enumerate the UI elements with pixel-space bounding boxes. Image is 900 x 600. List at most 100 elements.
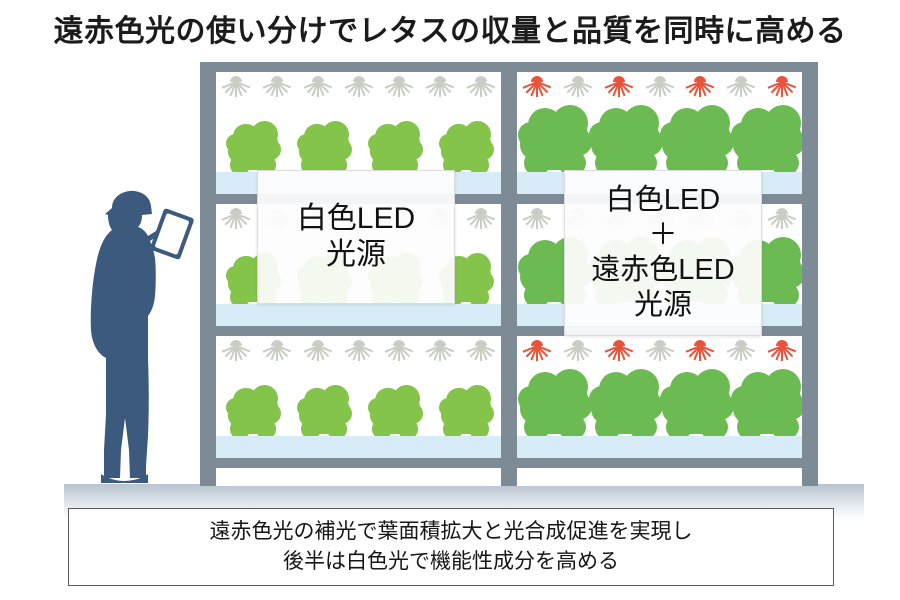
lamp-bulb (271, 340, 283, 346)
grow-bay-empty-tier-right (517, 468, 802, 486)
far-red-led-lamp-icon (604, 340, 634, 366)
label-farred-led-line-1: 白色LED (605, 184, 721, 217)
white-led-lamp-icon (726, 340, 756, 366)
lamp-ray (358, 346, 360, 361)
lamp-ray (659, 82, 661, 97)
far-red-led-lamp-icon (604, 76, 634, 102)
lamp-ray (317, 346, 319, 361)
lettuce-head (588, 105, 663, 172)
far-red-led-lamp-icon (767, 76, 797, 102)
lamp-bulb (230, 208, 242, 214)
lettuce-leaf-lobe (230, 155, 250, 172)
label-farred-led-line-2: ＋ (648, 219, 678, 252)
far-red-led-lamp-icon (685, 76, 715, 102)
white-led-lamp-icon (384, 340, 414, 366)
lettuce-plant (296, 121, 352, 172)
lamp-ray (740, 82, 742, 97)
lettuce-leaf-lobe (629, 150, 657, 172)
lettuce-leaf-lobe (552, 369, 588, 405)
lettuce-leaf-lobe (464, 121, 491, 149)
caption-line-2: 後半は白色光で機能性成分を高める (283, 550, 619, 573)
lamp-ray (276, 346, 278, 361)
lamp-bulb (776, 208, 788, 214)
lamp-bulb (776, 340, 788, 346)
white-led-lamp-icon (303, 76, 333, 102)
lamp-ray (480, 82, 482, 97)
lettuce-plant (438, 385, 494, 436)
lettuce-leaf-lobe (552, 105, 588, 141)
lamp-bulb (475, 340, 487, 346)
white-led-lamp-icon (384, 76, 414, 102)
lamp-bulb (776, 76, 788, 82)
white-led-lamp-icon (466, 340, 496, 366)
lettuce-head (659, 105, 734, 172)
lettuce-plant (225, 385, 281, 436)
lamp-ray (398, 82, 400, 97)
page-title: 遠赤色光の使い分けでレタスの収量と品質を同時に高める (53, 15, 847, 48)
lettuce-leaf-lobe (393, 385, 420, 413)
lamp-bulb (434, 340, 446, 346)
lettuce-plant (225, 121, 281, 172)
water-tray-bottom-tier-right (517, 436, 802, 458)
lamp-bulb (572, 340, 584, 346)
grow-bay-top-tier-left (216, 72, 501, 172)
white-led-lamp-icon (221, 76, 251, 102)
lettuce-leaf-lobe (765, 369, 801, 405)
lamp-ray (480, 346, 482, 361)
lettuce-leaf-lobe (397, 419, 419, 436)
lettuce-leaf-lobe (666, 150, 692, 172)
lamp-bulb (613, 340, 625, 346)
rack-beam-middle-tier (200, 326, 818, 336)
white-led-lamp-icon (563, 340, 593, 366)
white-led-lamp-icon (344, 76, 374, 102)
lettuce-leaf-lobe (443, 419, 463, 436)
lamp-bulb (654, 76, 666, 82)
lettuce-leaf-lobe (393, 121, 420, 149)
lettuce-plant (296, 385, 352, 436)
lettuce-head (367, 121, 423, 172)
lettuce-plant (367, 121, 423, 172)
lamp-ray (235, 346, 237, 361)
lettuce-plant (517, 369, 592, 436)
lettuce-leaf-lobe (771, 282, 799, 304)
lettuce-plant (588, 105, 663, 172)
rack-post-outer-r (802, 62, 818, 486)
lettuce-leaf-lobe (251, 121, 278, 149)
lamp-bulb (393, 340, 405, 346)
white-led-lamp-icon (221, 340, 251, 366)
lamp-ray (439, 346, 441, 361)
lettuce-leaf-lobe (255, 419, 277, 436)
lamp-bulb (531, 340, 543, 346)
lettuce-leaf-lobe (737, 414, 763, 436)
lettuce-head (659, 369, 734, 436)
lettuce-head (225, 385, 281, 436)
lamp-ray (781, 214, 783, 229)
lettuce-head (296, 121, 352, 172)
lamp-ray (317, 82, 319, 97)
label-farred-led-line-4: 光源 (633, 288, 692, 321)
lamp-ray (781, 346, 783, 361)
lamp-ray (659, 346, 661, 361)
lettuce-leaf-lobe (251, 385, 278, 413)
lettuce-leaf-lobe (771, 414, 799, 436)
lettuce-leaf-lobe (623, 369, 659, 405)
lettuce-leaf-lobe (326, 419, 348, 436)
label-white-led-line-1: 白色LED (296, 202, 416, 235)
lettuce-plant (730, 369, 802, 436)
lettuce-leaf-lobe (464, 385, 491, 413)
lettuce-leaf-lobe (255, 155, 277, 172)
white-led-lamp-icon (466, 208, 496, 234)
white-led-lamp-icon (645, 340, 675, 366)
lettuce-plant (367, 385, 423, 436)
lamp-bulb (230, 340, 242, 346)
rack-post-outer-l (200, 62, 216, 486)
water-tray-bottom-tier-left (216, 436, 501, 458)
white-led-lamp-icon (221, 208, 251, 234)
worker-silhouette-icon (90, 190, 194, 483)
lamp-ray (699, 346, 701, 361)
far-red-led-lamp-icon (767, 340, 797, 366)
white-led-lamp-icon (303, 340, 333, 366)
lamp-bulb (230, 76, 242, 82)
lamp-bulb (353, 340, 365, 346)
